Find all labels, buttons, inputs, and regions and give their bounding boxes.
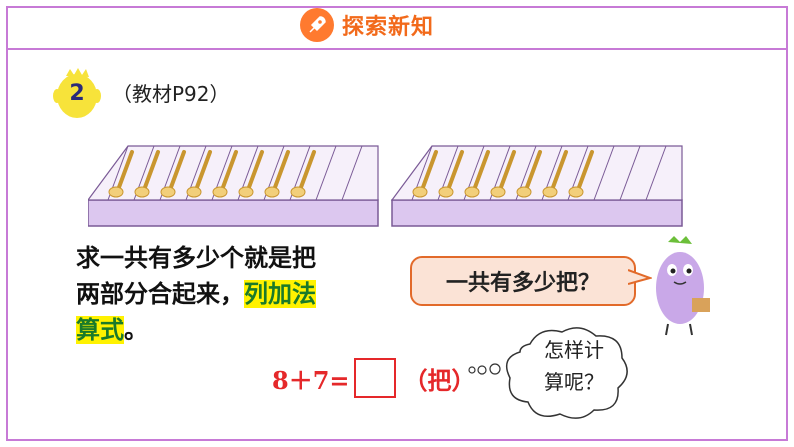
textbook-reference: （教材P92） — [112, 82, 230, 106]
spoon-icon — [464, 150, 490, 198]
equation-expression: 8＋7= — [272, 365, 350, 395]
spoon-icon — [542, 150, 568, 198]
thought-line-1: 怎样计 — [544, 338, 604, 362]
speech-bubble-tail — [628, 269, 652, 285]
explanation-line-1: 求一共有多少个就是把 — [76, 244, 316, 272]
spoon-icon — [412, 150, 438, 198]
spoon-icon — [264, 150, 290, 198]
answer-box[interactable] — [353, 358, 396, 398]
explanation-line-3: 算式。 — [76, 312, 376, 348]
page-title: 探索新知 — [342, 15, 435, 40]
header-divider — [6, 48, 788, 50]
header: 探索新知 — [300, 8, 434, 42]
spoon-icon — [212, 150, 238, 198]
spoon-icon — [108, 150, 134, 198]
spoon-icon — [238, 150, 264, 198]
speech-bubble: 一共有多少把？ — [410, 256, 636, 306]
speech-bubble-text: 一共有多少把？ — [445, 271, 600, 296]
tray-1 — [88, 145, 379, 227]
rocket-icon — [300, 8, 334, 42]
thought-line-2: 算呢？ — [544, 370, 604, 394]
explanation-line-2: 两部分合起来，列加法 — [76, 276, 376, 312]
spoon-icon — [290, 150, 316, 198]
tray-2 — [390, 145, 683, 227]
thought-dots — [468, 363, 501, 375]
thought-cloud — [505, 327, 628, 419]
page-frame — [6, 6, 788, 441]
thought-cloud-text: 怎样计 算呢？ — [528, 334, 620, 398]
spoon-icon — [186, 150, 212, 198]
highlight-addition: 列加法 — [244, 280, 316, 308]
spoon-icon — [134, 150, 160, 198]
problem-number-badge: 2 — [52, 66, 102, 120]
spoon-icon — [516, 150, 542, 198]
explanation-line-3-suffix: 。 — [124, 316, 148, 344]
equation: 8＋7= （把） — [272, 358, 476, 398]
spoon-icon — [568, 150, 594, 198]
spoon-icon — [490, 150, 516, 198]
tray-illustration — [88, 145, 683, 227]
explanation-text: 求一共有多少个就是把 两部分合起来，列加法 算式。 — [76, 240, 376, 348]
highlight-equation: 算式 — [76, 316, 124, 344]
explanation-line-2-prefix: 两部分合起来， — [76, 280, 244, 308]
problem-number: 2 — [69, 80, 85, 106]
spoon-icon — [160, 150, 186, 198]
eggplant-character-icon — [656, 236, 710, 336]
spoon-icon — [438, 150, 464, 198]
equation-unit: （把） — [403, 365, 476, 395]
